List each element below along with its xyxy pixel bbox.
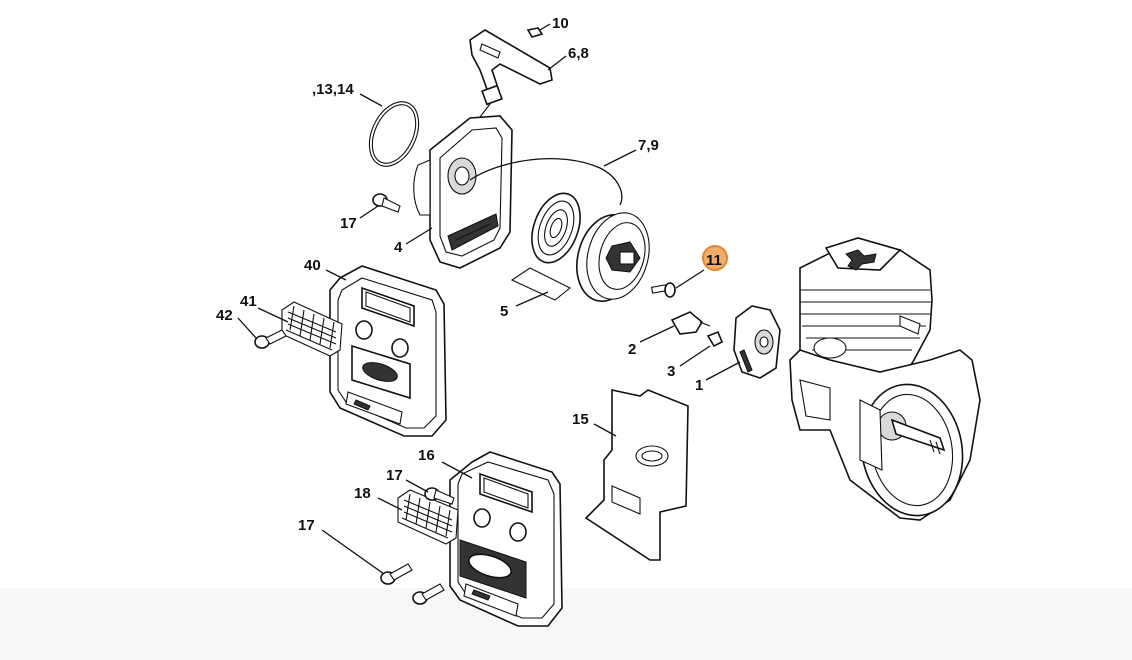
callout-17-lower[interactable]: 17 — [298, 517, 315, 534]
callout-7-9[interactable]: 7,9 — [638, 137, 659, 154]
callout-17-upper[interactable]: 17 — [340, 215, 357, 232]
highlight-marker-11 — [702, 245, 728, 271]
callout-2[interactable]: 2 — [628, 341, 636, 358]
screw-17-lower-a — [380, 563, 413, 585]
rewind-spring — [531, 192, 581, 264]
rotor-screw — [650, 282, 676, 298]
starter-rope — [469, 158, 623, 206]
callout-13-14[interactable]: ,13,14 — [312, 81, 354, 98]
rope-clip — [526, 27, 544, 38]
callout-10[interactable]: 10 — [552, 15, 569, 32]
pawl-carrier — [733, 305, 781, 379]
callout-40[interactable]: 40 — [304, 257, 321, 274]
leader-lines — [237, 23, 741, 575]
screw-42 — [254, 329, 287, 349]
callout-6-8[interactable]: 6,8 — [568, 45, 589, 62]
spring-clip — [706, 330, 724, 348]
callout-15[interactable]: 15 — [572, 411, 589, 428]
screw-17-middle — [424, 487, 455, 505]
muffler-upper — [329, 265, 447, 437]
screw-17-lower-b — [412, 583, 445, 605]
callout-11[interactable]: 11 — [706, 252, 722, 269]
o-ring-inner — [371, 104, 417, 164]
muffler-lower — [449, 451, 563, 627]
engine-block — [789, 237, 981, 521]
callout-3[interactable]: 3 — [667, 363, 675, 380]
screw-17-upper — [372, 193, 401, 213]
spring-bracket — [510, 267, 572, 301]
callout-4[interactable]: 4 — [394, 239, 403, 256]
heat-shield — [584, 389, 689, 561]
spark-arrestor-screen-lower — [397, 489, 459, 545]
starter-grip — [469, 29, 553, 131]
footer-band — [0, 588, 1132, 660]
callout-16[interactable]: 16 — [418, 447, 435, 464]
callout-5[interactable]: 5 — [500, 303, 508, 320]
callout-42[interactable]: 42 — [216, 307, 233, 324]
rope-rotor — [576, 212, 650, 303]
callout-labels: 10 6,8 ,13,14 7,9 17 4 11 40 5 41 42 2 3… — [216, 15, 722, 534]
callout-18[interactable]: 18 — [354, 485, 371, 502]
pawl — [670, 311, 711, 335]
callout-1[interactable]: 1 — [695, 377, 703, 394]
fan-housing — [413, 115, 513, 269]
callout-41[interactable]: 41 — [240, 293, 257, 310]
callout-17-middle[interactable]: 17 — [386, 467, 403, 484]
